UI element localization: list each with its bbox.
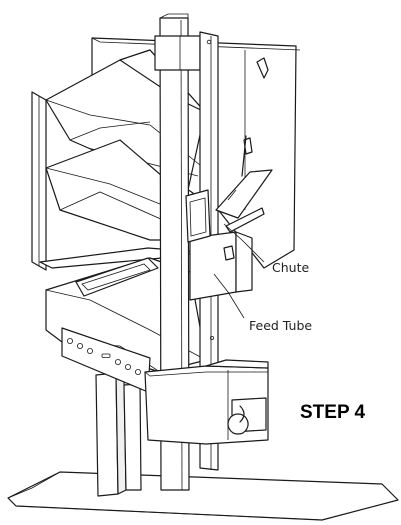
support-legs bbox=[95, 372, 142, 497]
chute-label: Chute bbox=[272, 260, 309, 275]
motor-knob bbox=[227, 413, 249, 435]
panel-hole bbox=[134, 368, 141, 375]
top-bracket bbox=[154, 35, 201, 71]
motor-box bbox=[144, 359, 269, 445]
feed-tube-door bbox=[185, 189, 211, 243]
chute bbox=[215, 135, 273, 233]
viewing-window bbox=[75, 257, 159, 297]
panel-hole bbox=[87, 347, 94, 354]
chute-leader bbox=[223, 223, 265, 263]
panel-slot bbox=[101, 353, 111, 358]
step-label: STEP 4 bbox=[300, 402, 366, 423]
feed-tube-leader bbox=[213, 273, 245, 319]
feed-tube-label: Feed Tube bbox=[249, 318, 312, 333]
panel-hole bbox=[77, 342, 84, 349]
side-panel bbox=[31, 91, 47, 271]
base-plate bbox=[7, 471, 399, 521]
feed-tube bbox=[189, 231, 253, 340]
callout-leaders bbox=[213, 223, 265, 319]
panel-hole bbox=[125, 363, 132, 370]
panel-hole bbox=[67, 337, 74, 344]
panel-hole bbox=[115, 358, 122, 365]
